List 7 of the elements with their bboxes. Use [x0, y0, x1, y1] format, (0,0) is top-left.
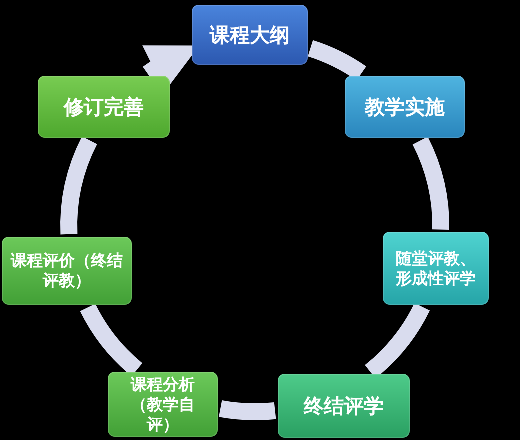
stage-box: 课程分析（教学自评） [108, 372, 218, 437]
stage-box: 终结评学 [278, 374, 410, 438]
stage-box: 随堂评教、形成性评学 [383, 232, 489, 305]
stage-box: 修订完善 [38, 76, 170, 138]
stage-box: 课程大纲 [192, 5, 308, 65]
stage-box: 课程评价（终结评教） [2, 237, 132, 305]
stage-box: 教学实施 [345, 76, 465, 138]
